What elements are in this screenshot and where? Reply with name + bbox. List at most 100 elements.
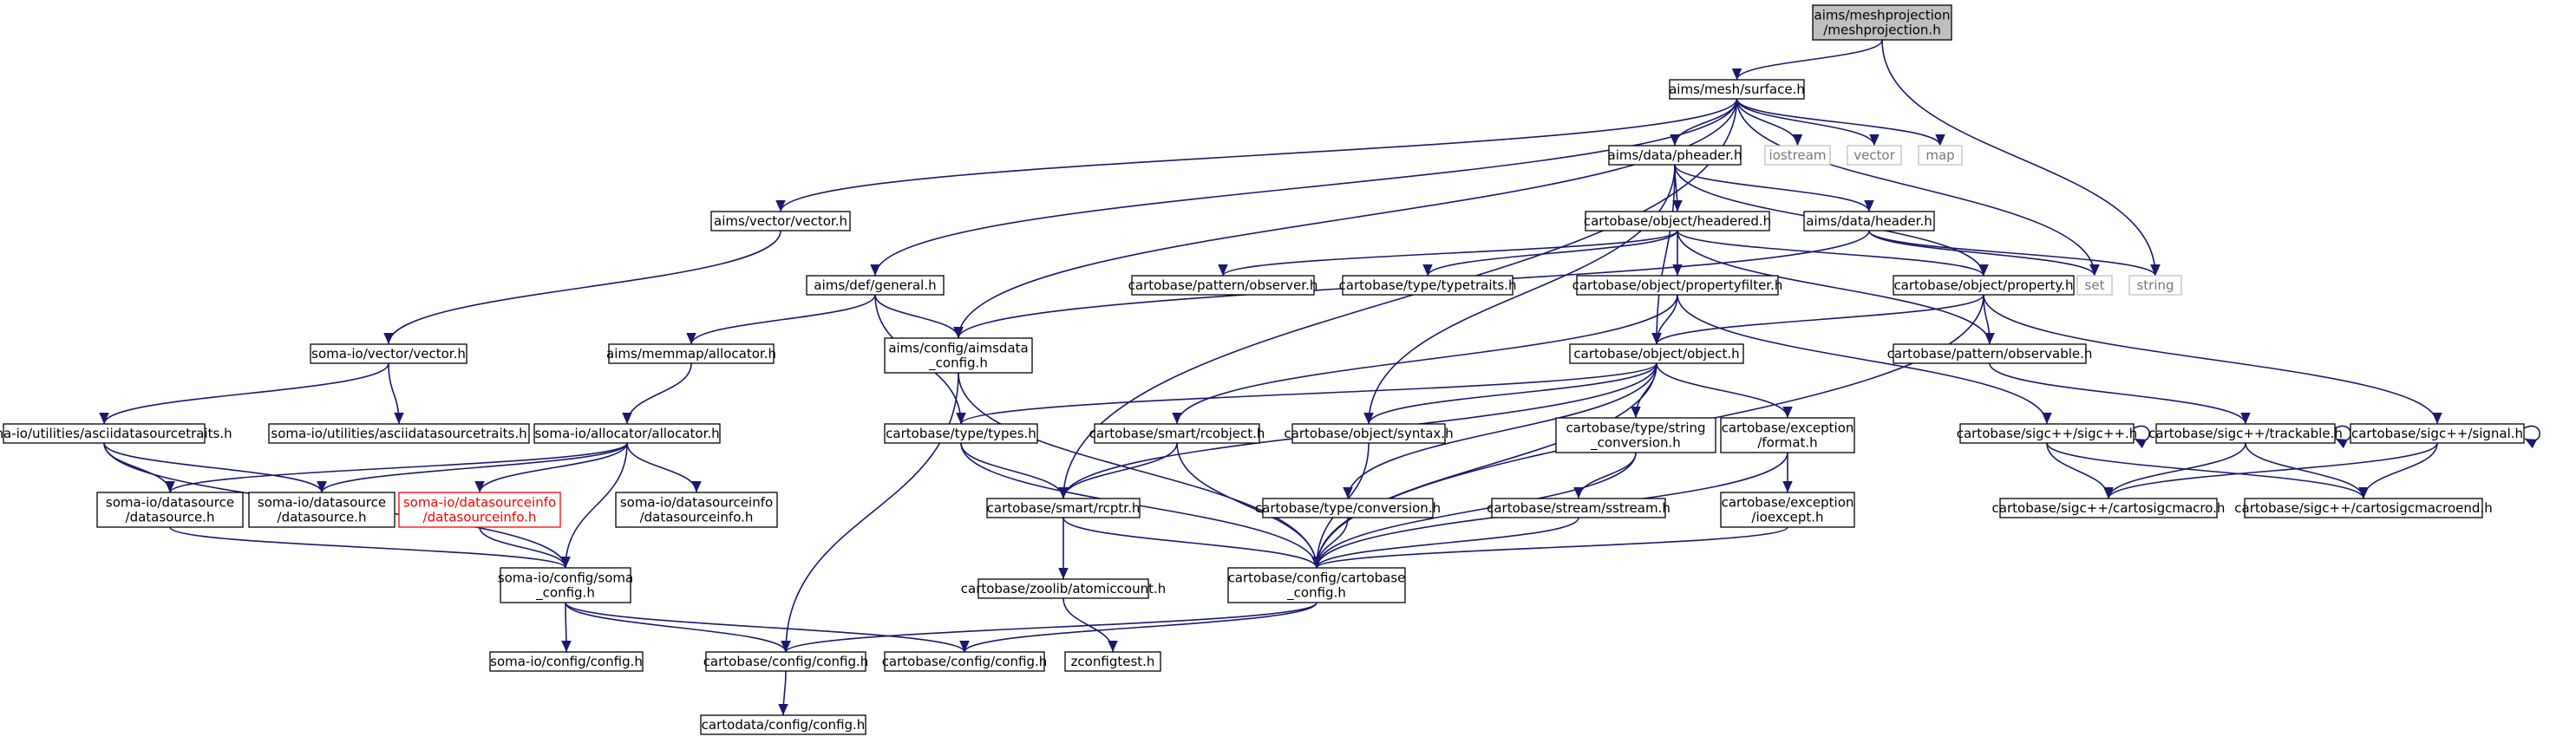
node-sigcmacroend[interactable]: cartobase/sigc++/cartosigcmacroend.h: [2234, 498, 2493, 518]
edge-signal-to-sigcmacroend: [2358, 442, 2438, 499]
node-sstream[interactable]: cartobase/stream/sstream.h: [1487, 498, 1670, 518]
node-label: cartobase/object/property.h: [1893, 277, 2073, 293]
node-iostream[interactable]: iostream: [1764, 145, 1831, 166]
node-zconfigtest[interactable]: zconfigtest.h: [1064, 651, 1161, 672]
node-label: soma-io/utilities/asciidatasourcetraits.…: [271, 426, 526, 441]
node-cb-config1[interactable]: cartobase/config/config.h: [703, 651, 869, 672]
node-aims-vector[interactable]: aims/vector/vector.h: [710, 211, 851, 231]
node-label: cartobase/zoolib/atomiccount.h: [961, 581, 1166, 596]
node-map[interactable]: map: [1918, 145, 1963, 166]
node-asciids-traits-util2[interactable]: soma-io/utilities/asciidatasourcetraits.…: [268, 423, 530, 444]
node-asciids-traits-util[interactable]: soma-io/utilities/asciidatasourcetraits.…: [0, 423, 232, 444]
edge-soma_allocator-to-soma_config: [560, 442, 628, 569]
node-aimsdata-config[interactable]: aims/config/aimsdata_config.h: [884, 337, 1033, 374]
node-label: soma-io/datasourceinfo: [403, 495, 556, 511]
node-label: aims/data/pheader.h: [1608, 147, 1742, 163]
node-ds-datasource2[interactable]: soma-io/datasource/datasource.h: [248, 492, 396, 528]
node-vector-std[interactable]: vector: [1847, 145, 1902, 166]
node-box: [2076, 275, 2113, 296]
node-general[interactable]: aims/def/general.h: [806, 275, 945, 296]
node-box: [1576, 275, 1779, 296]
node-cartodata-config[interactable]: cartodata/config/config.h: [700, 714, 866, 735]
node-label: aims/data/header.h: [1806, 213, 1932, 229]
edge-property-to-signal: [1983, 294, 2442, 425]
edge-surface-to-general: [870, 98, 1738, 277]
node-string-conversion[interactable]: cartobase/type/string_conversion.h: [1555, 417, 1716, 453]
node-box: [1131, 275, 1315, 296]
edge-sstream-to-cartobase_config: [1311, 517, 1579, 569]
node-aims-header[interactable]: aims/data/header.h: [1803, 211, 1935, 231]
node-label: set: [2085, 277, 2105, 293]
node-memmap-alloc[interactable]: aims/memmap/allocator.h: [606, 343, 776, 364]
node-soma-config[interactable]: soma-io/config/soma_config.h: [498, 567, 633, 603]
node-box: [1491, 498, 1666, 518]
edge-memmap_alloc-to-soma_allocator: [622, 362, 692, 425]
node-label: /meshprojection.h: [1823, 23, 1940, 38]
node-sigcmacro[interactable]: cartobase/sigc++/cartosigcmacro.h: [1992, 498, 2226, 518]
node-object[interactable]: cartobase/object/object.h: [1569, 343, 1744, 364]
edge-headered-to-typetraits: [1422, 230, 1678, 277]
edge-headered-to-property: [1677, 230, 1989, 277]
node-label: zconfigtest.h: [1071, 654, 1155, 669]
node-propertyfilter[interactable]: cartobase/object/propertyfilter.h: [1572, 275, 1783, 296]
node-box: [500, 567, 631, 603]
edge-trackable-to-sigcmacro: [2103, 442, 2246, 499]
node-label: _conversion.h: [1590, 435, 1681, 452]
node-signal[interactable]: cartobase/sigc++/signal.h: [2350, 423, 2525, 444]
node-conversion[interactable]: cartobase/type/conversion.h: [1255, 498, 1441, 518]
edge-aimsdata_config-to-cb_config1: [781, 372, 959, 653]
node-surface[interactable]: aims/mesh/surface.h: [1669, 79, 1805, 100]
edge-soma_allocator-to-datasourceinfo: [626, 442, 702, 493]
node-label: cartobase/object/object.h: [1573, 346, 1739, 362]
node-property[interactable]: cartobase/object/property.h: [1893, 275, 2075, 296]
node-observable[interactable]: cartobase/pattern/observable.h: [1887, 343, 2093, 364]
node-cartobase-config[interactable]: cartobase/config/cartobase_config.h: [1227, 567, 1406, 603]
node-typetraits[interactable]: cartobase/type/typetraits.h: [1339, 275, 1517, 296]
node-headered[interactable]: cartobase/object/headered.h: [1584, 211, 1771, 231]
node-soma-config-config[interactable]: soma-io/config/config.h: [489, 651, 644, 672]
node-box: [1585, 211, 1770, 231]
node-pheader[interactable]: aims/data/pheader.h: [1608, 145, 1742, 166]
node-types[interactable]: cartobase/type/types.h: [884, 423, 1038, 444]
node-sigcpp[interactable]: cartobase/sigc++/sigc++.h: [1957, 423, 2138, 444]
node-box: [1720, 417, 1855, 453]
node-label: /datasource.h: [126, 510, 215, 525]
node-box: [1803, 211, 1935, 231]
node-soma-vector[interactable]: soma-io/vector/vector.h: [310, 343, 467, 364]
edge-soma_vector-to-asciids_traits_util2: [388, 362, 404, 425]
node-box: [2244, 498, 2483, 518]
node-datasourceinfo-red[interactable]: soma-io/datasourceinfo/datasourceinfo.h: [398, 492, 561, 528]
node-ioexcept[interactable]: cartobase/exception/ioexcept.h: [1720, 492, 1855, 528]
node-observer[interactable]: cartobase/pattern/observer.h: [1128, 275, 1318, 296]
edge-aims_header-to-set: [1868, 230, 2100, 277]
node-box: [2350, 423, 2525, 444]
node-trackable[interactable]: cartobase/sigc++/trackable.h: [2148, 423, 2343, 444]
node-label: soma-io/datasource: [258, 495, 386, 511]
node-soma-allocator[interactable]: soma-io/allocator/allocator.h: [533, 423, 721, 444]
edge-pheader-to-object: [1651, 164, 1676, 345]
node-rcptr[interactable]: cartobase/smart/rcptr.h: [986, 498, 1141, 518]
node-ds-datasource[interactable]: soma-io/datasource/datasource.h: [96, 492, 244, 528]
edge-rcobject-to-rcptr: [1058, 442, 1178, 499]
node-atomiccount[interactable]: cartobase/zoolib/atomiccount.h: [961, 578, 1166, 599]
node-box: [310, 343, 467, 364]
node-label: soma-io/utilities/asciidatasourcetraits.…: [0, 426, 232, 441]
node-string[interactable]: string: [2128, 275, 2182, 296]
edge-sigcpp-to-sigcmacroend: [2046, 442, 2369, 499]
node-set[interactable]: set: [2076, 275, 2113, 296]
node-box: [884, 337, 1033, 374]
node-box: [248, 492, 396, 528]
node-box: [806, 275, 945, 296]
node-syntax[interactable]: cartobase/object/syntax.h: [1284, 423, 1454, 444]
edge-property-to-object: [1651, 294, 1984, 345]
node-datasourceinfo[interactable]: soma-io/datasourceinfo/datasourceinfo.h: [615, 492, 778, 528]
edge-general-to-aimsdata_config: [874, 294, 964, 339]
node-label: /datasource.h: [278, 510, 367, 525]
edge-trackable-to-sigcmacroend: [2245, 442, 2369, 499]
node-box: [700, 714, 866, 735]
node-label: soma-io/datasource: [106, 495, 234, 511]
node-cb-config2[interactable]: cartobase/config/config.h: [882, 651, 1048, 672]
node-rcobject[interactable]: cartobase/smart/rcobject.h: [1089, 423, 1265, 444]
node-root[interactable]: aims/meshprojection/meshprojection.h: [1812, 4, 1952, 41]
node-format[interactable]: cartobase/exception/format.h: [1720, 417, 1855, 453]
